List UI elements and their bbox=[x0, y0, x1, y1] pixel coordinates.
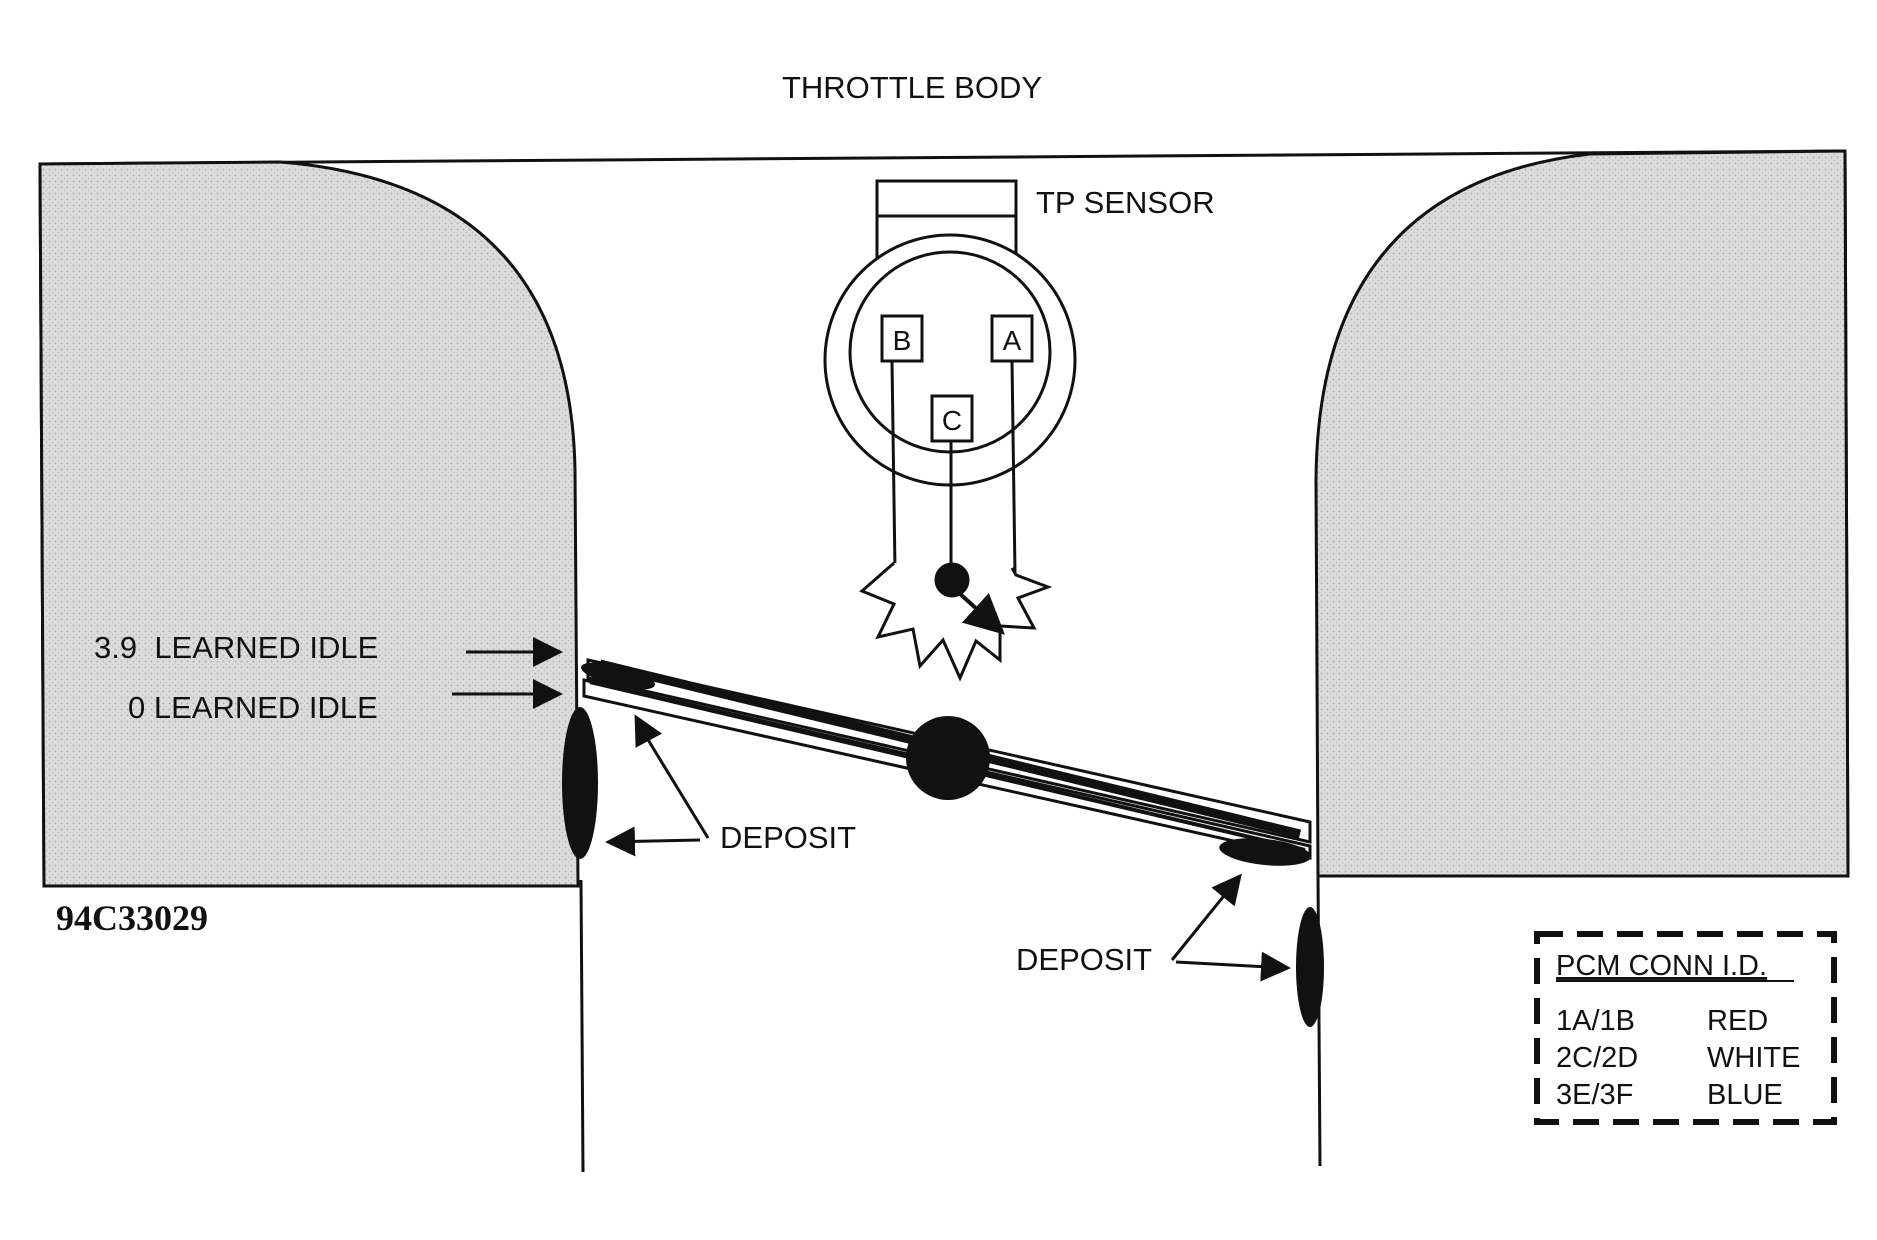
deposit-right-wall bbox=[1296, 907, 1324, 1027]
housing-top-edge bbox=[39, 149, 1846, 166]
deposit-right-label: DEPOSIT bbox=[1016, 942, 1152, 977]
pcm-legend-title: PCM CONN I.D. bbox=[1556, 950, 1767, 982]
pcm-legend-box bbox=[1534, 931, 1837, 1125]
right-casting bbox=[1314, 149, 1850, 878]
deposit-left-leader bbox=[648, 742, 710, 839]
pin-a-box bbox=[990, 314, 1034, 363]
learned-idle-low-label: 0 LEARNED IDLE bbox=[128, 690, 378, 725]
pin-c-label: C bbox=[942, 405, 962, 436]
pcm-legend-conn-2: 2C/2D bbox=[1556, 1042, 1638, 1074]
deposit-left-arrow-up bbox=[634, 714, 663, 748]
tp-sensor bbox=[823, 179, 1077, 682]
deposit-left-wall bbox=[562, 707, 598, 859]
deposit-left-label: DEPOSIT bbox=[720, 820, 856, 855]
tp-sensor-label: TP SENSOR bbox=[1036, 185, 1215, 220]
pcm-legend-color-2: WHITE bbox=[1707, 1042, 1800, 1074]
pcm-legend-conn-3: 3E/3F bbox=[1556, 1079, 1633, 1111]
diagram-title: THROTTLE BODY bbox=[782, 70, 1042, 105]
learned-idle-high-label: 3.9 LEARNED IDLE bbox=[94, 630, 378, 665]
left-casting bbox=[38, 160, 580, 888]
deposit-plate-left bbox=[581, 662, 655, 690]
pcm-legend-color-1: RED bbox=[1707, 1005, 1768, 1037]
pcm-legend-conn-1: 1A/1B bbox=[1556, 1005, 1635, 1037]
pin-c-box bbox=[930, 394, 974, 443]
pcm-legend-color-3: BLUE bbox=[1707, 1079, 1783, 1111]
tp-sensor-pivot bbox=[934, 562, 970, 598]
deposit-left-arrow-side bbox=[605, 826, 701, 857]
pin-a-label: A bbox=[1003, 325, 1022, 356]
pin-b-box bbox=[880, 314, 924, 363]
tp-sensor-connector bbox=[875, 179, 1018, 218]
figure-id: 94C33029 bbox=[56, 898, 208, 938]
throttle-shaft bbox=[906, 716, 990, 800]
deposit-plate-right bbox=[1219, 838, 1311, 866]
deposit-right-arrow-up bbox=[1170, 873, 1242, 961]
throttle-plate bbox=[582, 658, 1312, 860]
tp-sensor-rotor bbox=[859, 561, 1053, 682]
pin-b-label: B bbox=[893, 325, 912, 356]
deposit-right-arrow-side bbox=[1175, 951, 1291, 982]
left-bore-wall bbox=[579, 879, 585, 1173]
